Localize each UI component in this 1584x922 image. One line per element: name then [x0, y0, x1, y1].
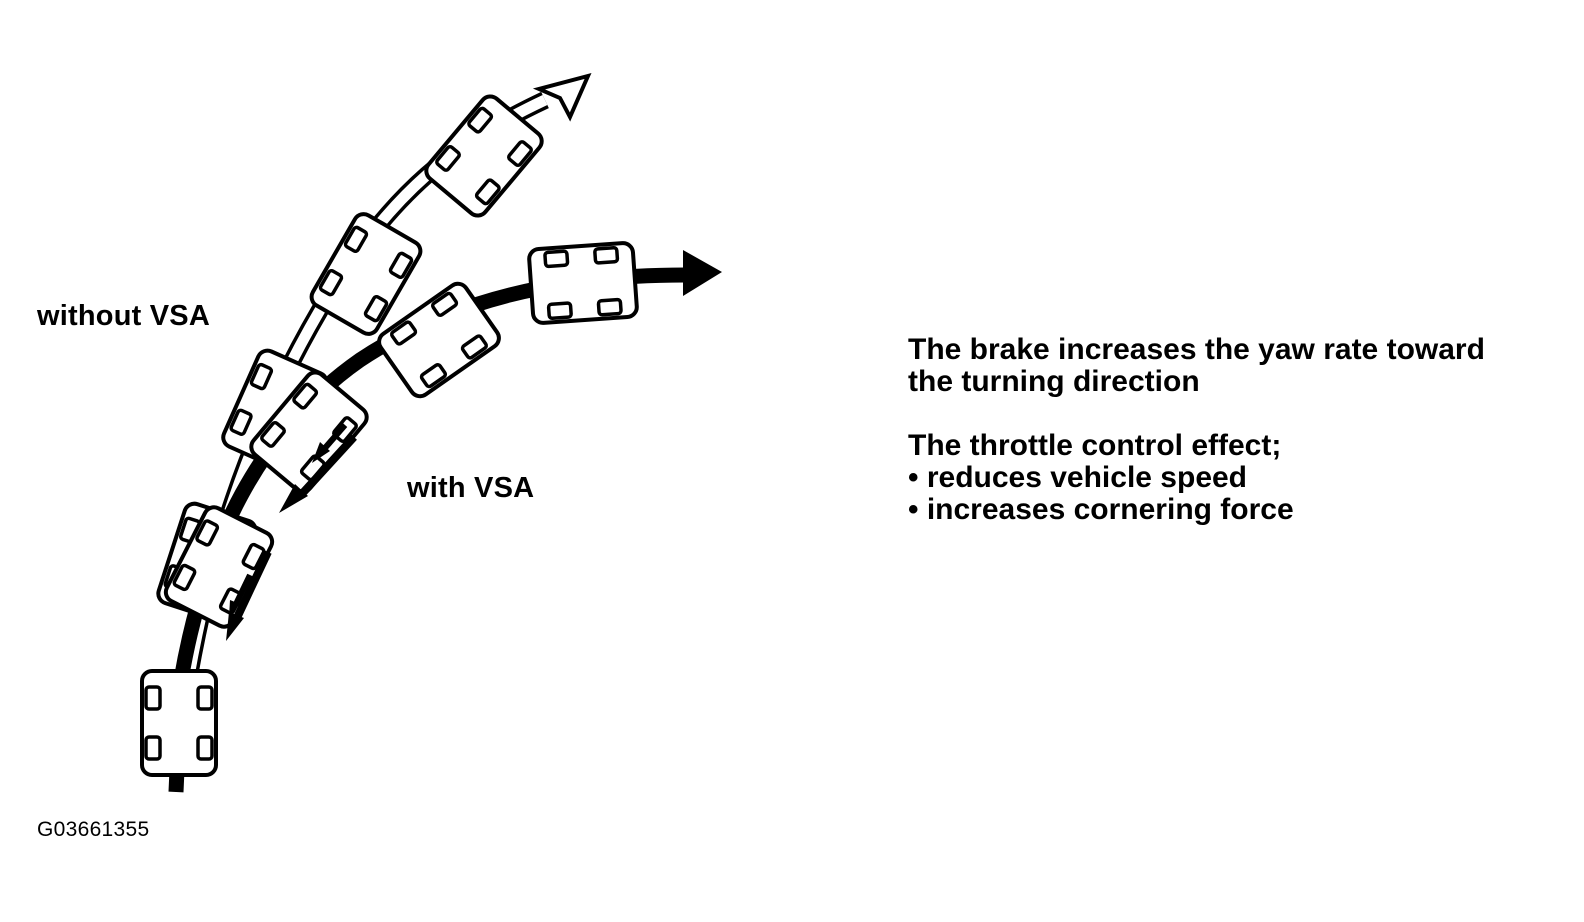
brake-force-arrow-icon — [279, 434, 357, 513]
brake-force-arrow-icon — [229, 573, 253, 617]
explanation-text: The brake increases the yaw rate toward … — [908, 334, 1485, 526]
brake-effect-line-1: The brake increases the yaw rate toward — [908, 333, 1485, 366]
brake-force-arrow-icon — [226, 550, 272, 641]
brake-effect-line-2: the turning direction — [908, 365, 1200, 398]
bullet-item: • increases cornering force — [908, 493, 1294, 526]
brake-force-arrow-icon — [312, 423, 348, 463]
throttle-heading: The throttle control effect; — [908, 429, 1282, 462]
bullet-item: • reduces vehicle speed — [908, 461, 1248, 494]
outline-arrowhead-icon — [532, 73, 592, 122]
with-vsa-label: with VSA — [407, 472, 535, 504]
spacer — [908, 398, 1485, 430]
solid-arrowhead-icon — [683, 250, 722, 296]
car-with-vsa-4 — [526, 240, 640, 326]
figure-id: G03661355 — [37, 818, 150, 841]
car-start — [140, 669, 218, 777]
without-vsa-label: without VSA — [37, 300, 210, 332]
